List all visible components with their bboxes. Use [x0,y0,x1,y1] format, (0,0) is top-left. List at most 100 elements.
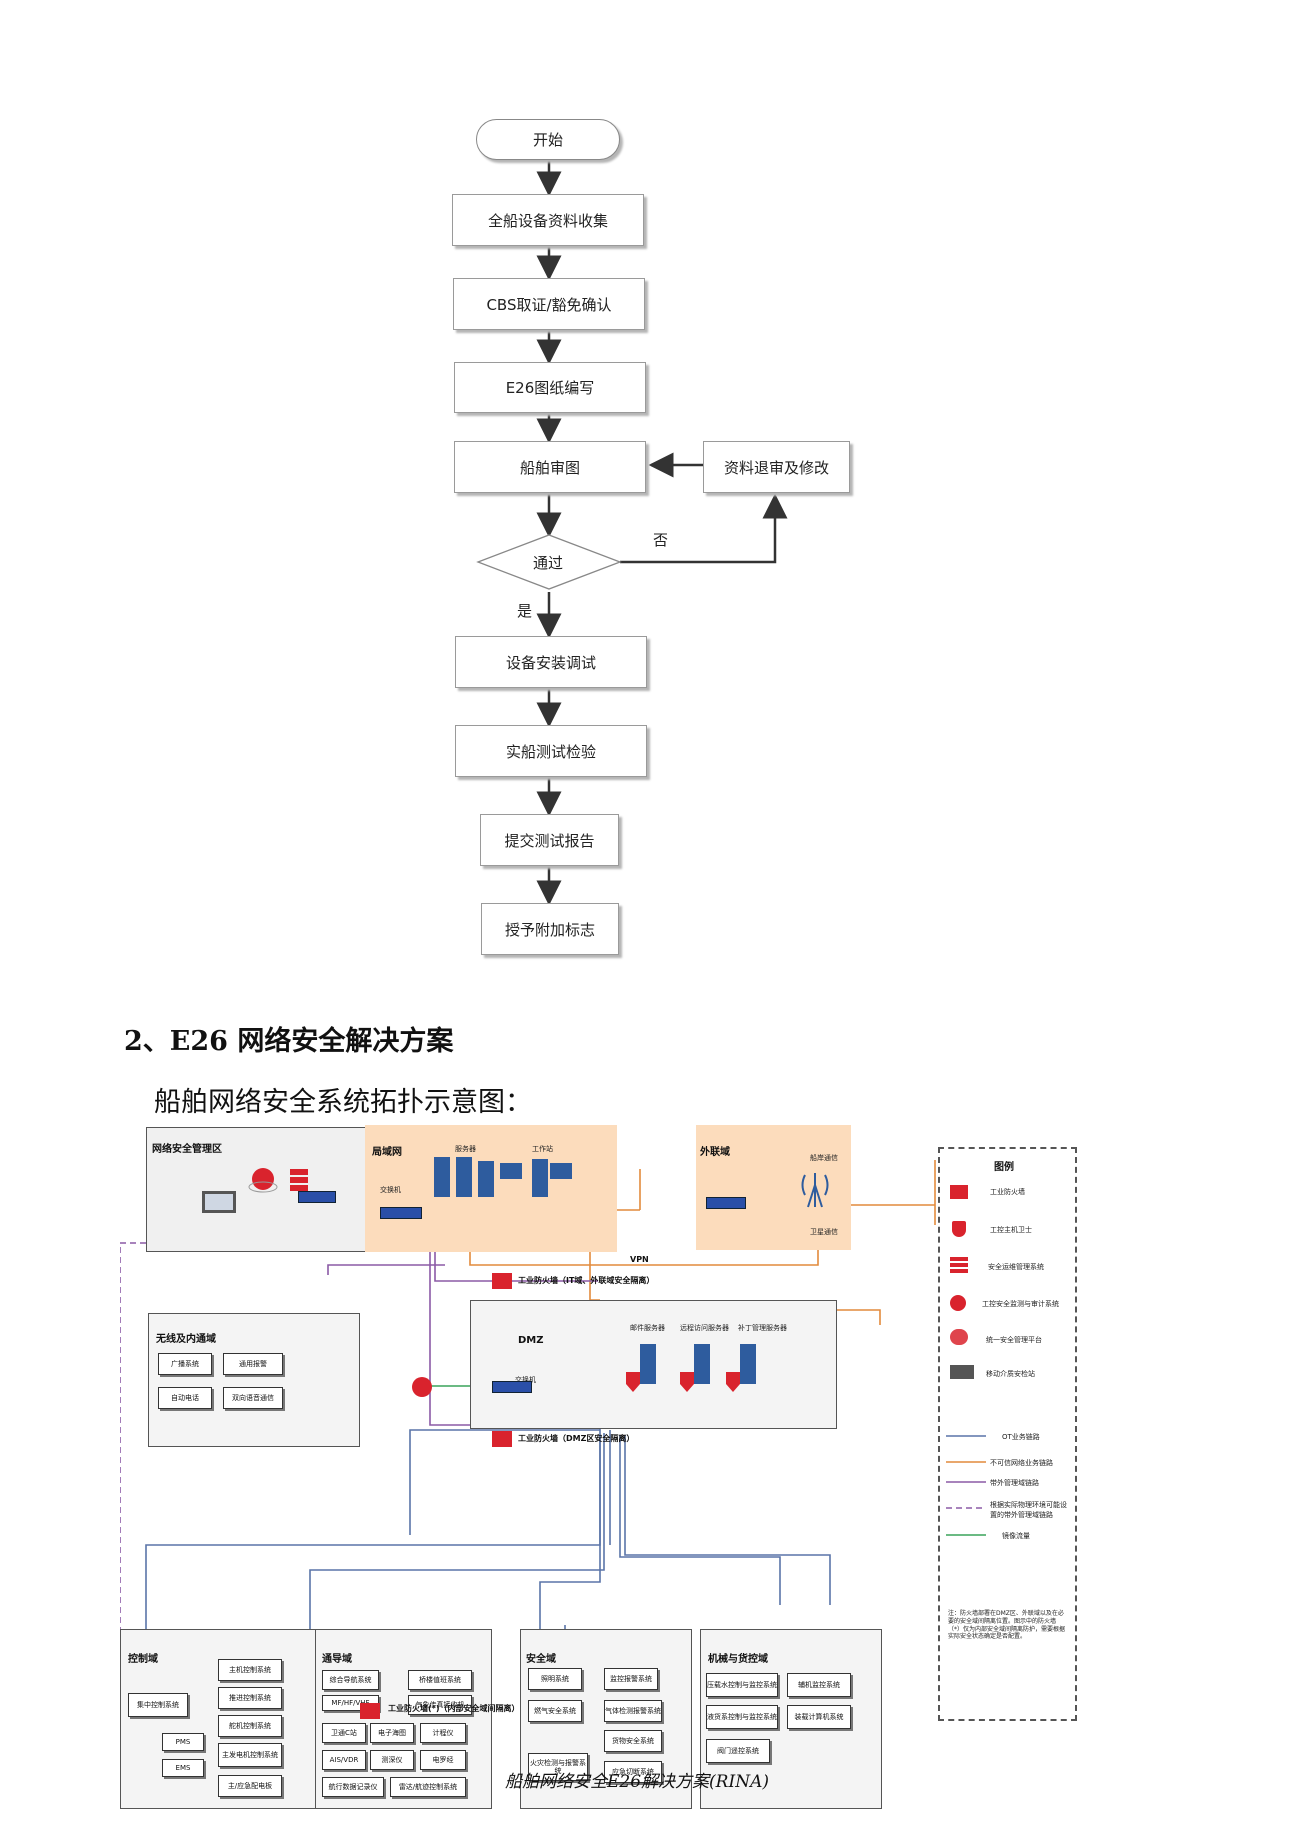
nav-node: 电子海图 [370,1723,414,1743]
flow-side-box: 资料退审及修改 [703,441,850,493]
legend-box [938,1147,1077,1721]
safety-node: 气体检测报警系统 [604,1700,662,1722]
lan-switch-icon [380,1207,422,1219]
ext-ship-shore-label: 船岸通信 [810,1154,838,1162]
zone-nav-title: 通导域 [322,1654,352,1665]
safety-node: 应急切断系统 [604,1761,662,1783]
control-node: 主发电机控制系统 [218,1743,282,1767]
mech-node: 辅机监控系统 [787,1673,851,1697]
dmz-patch-label: 补丁管理服务器 [738,1324,787,1332]
zone-safety-title: 安全域 [526,1654,556,1665]
nav-node: 航行数据记录仪 [322,1777,384,1797]
dmz-mail-label: 邮件服务器 [630,1324,665,1332]
safety-node: 火灾检测与报警系统 [528,1753,588,1781]
legend-item: 移动介质安检站 [986,1370,1035,1378]
audit-system-icon [950,1295,966,1311]
legend-item: OT业务链路 [1002,1433,1040,1441]
nav-node: 电罗经 [420,1750,466,1770]
legend-item: 镜像流量 [1002,1532,1030,1540]
legend-line-samples [946,1435,986,1536]
flow-step-1: 全船设备资料收集 [452,194,644,246]
dmz-switch-label: 交换机 [515,1376,536,1384]
nav-node: 雷达/航迹控制系统 [390,1777,466,1797]
nav-node: 气象传真接收机 [408,1695,472,1715]
flow-step-8: 授予附加标志 [481,903,619,955]
decision-label: 通过 [533,554,564,572]
zone-mgmt-title: 网络安全管理区 [152,1144,222,1155]
firewall-icon [492,1431,512,1447]
safety-node: 燃气安全系统 [528,1700,582,1722]
zone-ext-title: 外联域 [700,1147,730,1158]
dmz-server-icons [626,1344,756,1392]
topology-diagram: 网络安全管理区 局域网 服务器 工作站 交换机 外联域 船岸通信 卫星通信 VP… [120,1125,1180,1809]
antenna-icon [801,1173,829,1208]
decision-diamond [476,534,622,590]
legend-item: 统一安全管理平台 [986,1336,1042,1344]
legend-item: 工业防火墙 [990,1188,1025,1196]
lan-switch-label: 交换机 [380,1186,401,1194]
flow-step-3: E26图纸编写 [454,362,646,413]
yes-label: 是 [517,602,533,620]
nav-node: AIS/VDR [322,1750,366,1770]
legend-item: 工控安全监测与审计系统 [982,1300,1059,1308]
no-label: 否 [653,531,669,549]
fw1-label: 工业防火墙（IT域、外联域安全隔离） [518,1276,655,1285]
server-stack-icon [950,1257,968,1273]
legend-item: 工控主机卫士 [990,1226,1032,1234]
section-subheading: 船舶网络安全系统拓扑示意图： [154,1087,532,1118]
control-ems-node: EMS [162,1759,204,1777]
control-node: 主机控制系统 [218,1659,282,1681]
ext-satellite-label: 卫星通信 [810,1228,838,1236]
safety-node: 货物安全系统 [604,1730,662,1752]
zone-ext [696,1125,851,1250]
safety-node: 照明系统 [528,1668,582,1690]
wireless-node: 自动电话 [158,1387,212,1409]
zone-dmz-title: DMZ [518,1335,544,1346]
flow-start: 开始 [476,119,620,160]
flow-step-2: CBS取证/豁免确认 [453,278,645,330]
nav-node: 计程仪 [420,1723,466,1743]
nav-node: 桥楼值班系统 [408,1670,472,1690]
control-central-node: 集中控制系统 [128,1693,188,1717]
firewall-icon [950,1185,968,1199]
flowchart-arrows [476,158,788,906]
vpn-label: VPN [630,1255,649,1264]
safety-node: 监控报警系统 [604,1668,658,1690]
dmz-switch-icon [492,1381,532,1393]
nav-node: 综合导航系统 [322,1670,379,1690]
wireless-node: 广播系统 [158,1353,212,1375]
dmz-remote-label: 远程访问服务器 [680,1324,729,1332]
legend-item: 根据实际物理环境可能设置的带外管理域链路 [990,1501,1067,1519]
mech-node: 阀门遥控系统 [706,1739,770,1763]
zone-lan-title: 局域网 [372,1147,402,1158]
shield-icon [952,1221,966,1237]
fw3-label: 工业防火墙(*)（内部安全域间隔离） [388,1704,520,1713]
legend-item: 安全运维管理系统 [988,1263,1044,1271]
control-node: 推进控制系统 [218,1687,282,1709]
flow-step-5: 设备安装调试 [455,636,647,688]
control-node: 主/应急配电板 [218,1775,282,1797]
legend-title: 图例 [994,1162,1014,1173]
media-station-icon [950,1365,974,1379]
audit-system-icon [412,1377,432,1397]
lan-server-label: 服务器 [455,1145,476,1153]
wireless-node: 双向语音通信 [223,1387,283,1409]
fw2-label: 工业防火墙（DMZ区安全隔离） [518,1434,635,1443]
nav-node: 测深仪 [370,1750,414,1770]
flow-step-4: 船舶审图 [454,441,646,493]
zone-wireless [148,1313,360,1447]
management-platform-icon [950,1329,968,1345]
page-footer: 船舶网络安全E26解决方案(RINA) [505,1772,769,1792]
control-pms-node: PMS [162,1733,204,1751]
mech-node: 压载水控制与监控系统 [706,1673,778,1697]
section-heading: 2、E26 网络安全解决方案 [124,1026,454,1057]
mech-node: 液货系控制与监控系统 [706,1705,778,1729]
flow-step-7: 提交测试报告 [480,814,619,866]
flow-step-6: 实船测试检验 [455,725,647,777]
legend-item: 不可信网络业务链路 [990,1459,1053,1467]
legend-item: 带外管理域链路 [990,1479,1039,1487]
ext-switch-icon [706,1197,746,1209]
wireless-node: 通用报警 [223,1353,283,1375]
zone-wireless-title: 无线及内通域 [156,1334,216,1345]
mech-node: 装载计算机系统 [787,1705,851,1729]
